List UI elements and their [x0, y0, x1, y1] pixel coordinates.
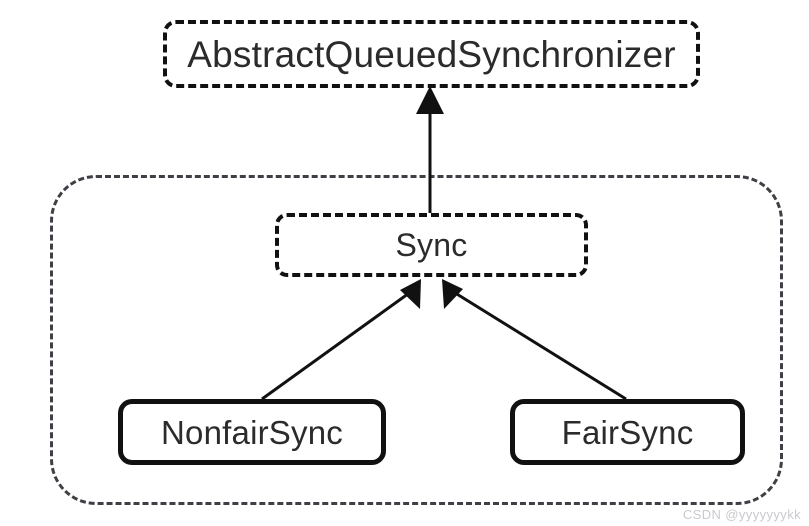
edge-sync-to-aqs — [416, 86, 444, 213]
node-sync[interactable]: Sync — [275, 213, 588, 277]
node-label-abstract-queued-synchronizer: AbstractQueuedSynchronizer — [187, 33, 676, 75]
node-nonfair-sync[interactable]: NonfairSync — [118, 399, 386, 465]
node-label-nonfair-sync: NonfairSync — [161, 413, 343, 451]
group-container — [50, 175, 783, 505]
edge-nonfairsync-to-sync — [261, 279, 421, 401]
edge-fairsync-to-sync — [442, 279, 627, 401]
watermark: CSDN @yyyyyyykk — [682, 507, 801, 522]
node-abstract-queued-synchronizer[interactable]: AbstractQueuedSynchronizer — [163, 20, 700, 88]
node-fair-sync[interactable]: FairSync — [510, 399, 745, 465]
node-label-fair-sync: FairSync — [561, 413, 694, 451]
node-label-sync: Sync — [395, 227, 468, 263]
